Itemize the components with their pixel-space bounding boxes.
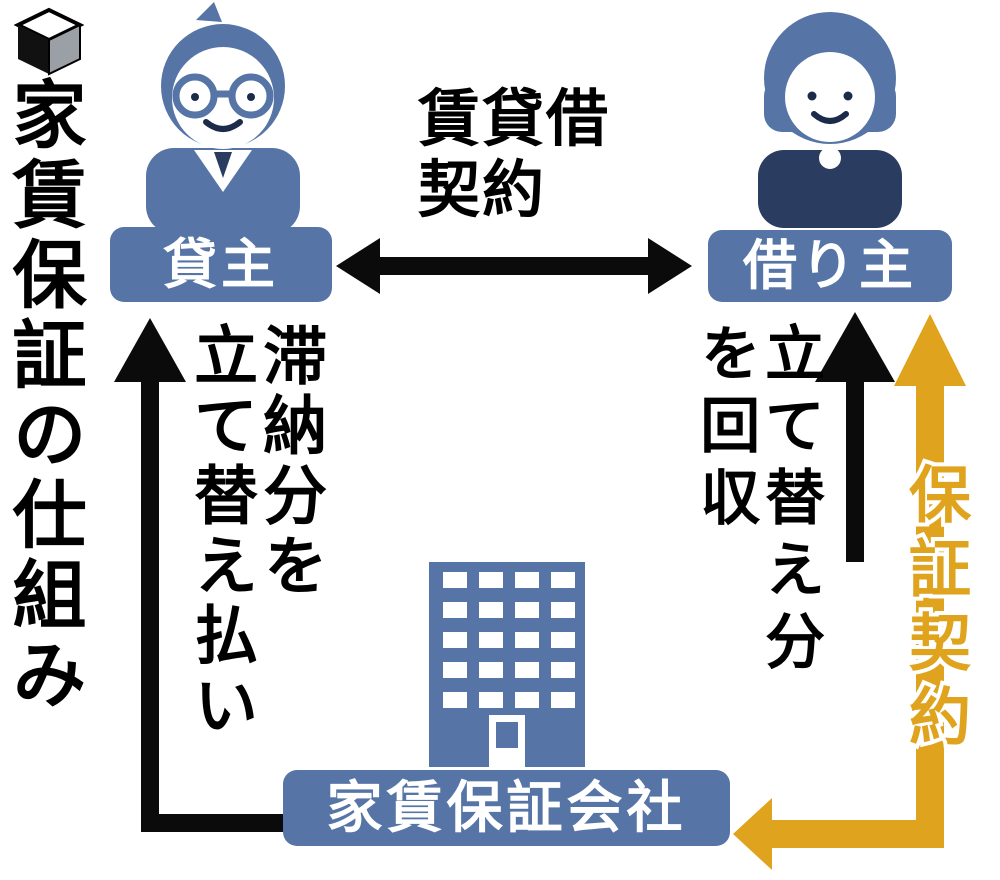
collection-label: 立て替え分 を回収: [691, 322, 824, 682]
collection-col1: 立て替え分: [756, 322, 824, 682]
lease-contract-label: 賃貸借 契約: [418, 84, 678, 227]
company-building-icon: [429, 562, 585, 767]
page-title: 家賃保証の仕組み: [2, 76, 85, 716]
collection-arrow: [815, 312, 895, 562]
tenant-label: 借り主: [708, 230, 952, 302]
lease-contract-line2: 契約: [418, 156, 547, 226]
guarantee-company-label: 家賃保証会社: [283, 770, 730, 846]
tenant-icon: [758, 12, 902, 228]
lease-contract-arrow: [336, 238, 692, 294]
lease-contract-line1: 賃貸借: [418, 85, 611, 154]
cube-icon: [14, 7, 84, 76]
building-windows: [443, 572, 575, 708]
landlord-icon: [146, 2, 300, 234]
landlord-label: 貸主: [110, 227, 332, 302]
advance-payment-col1: 滞納分を: [254, 322, 327, 602]
advance-payment-col2: 立て替え払い: [185, 322, 258, 742]
collection-col2: を回収: [691, 322, 759, 538]
guarantee-contract-label: 保証契約: [895, 458, 972, 762]
advance-payment-label: 滞納分を 立て替え払い: [185, 322, 327, 742]
